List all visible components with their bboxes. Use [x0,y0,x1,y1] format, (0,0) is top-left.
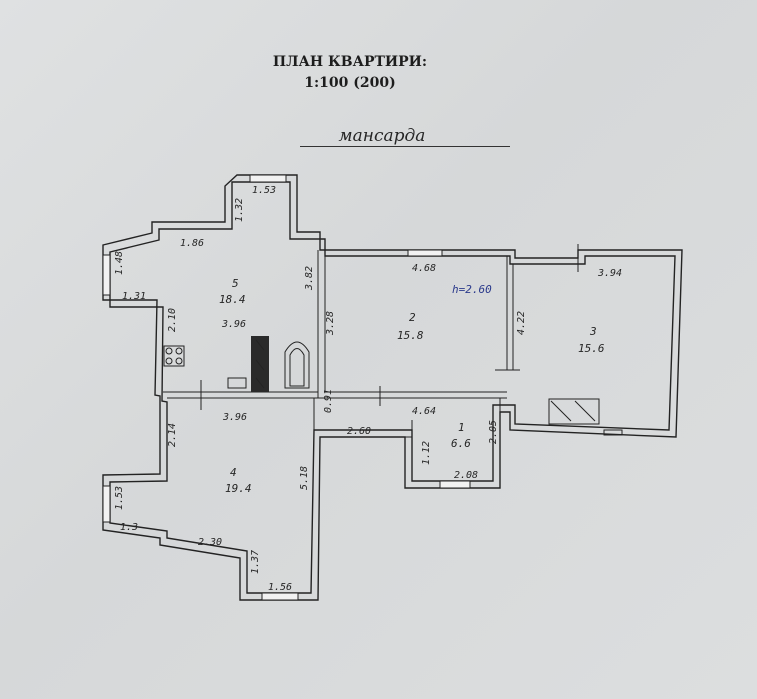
window-top [249,174,287,183]
window-room1 [439,480,471,489]
radiator-icon [603,429,623,436]
dim-label: 3.82 [304,266,315,291]
dim-label: 2.60 [347,426,371,437]
dim-label: 2.08 [454,470,478,481]
dim-label: 1.53 [114,486,125,510]
room-number: 5 [232,277,239,290]
dim-label: 1.3 [120,522,138,533]
room-number: 1 [458,421,465,434]
dim-label: 1.32 [234,198,245,222]
dim-label: 2.10 [167,308,178,332]
dim-label: 3.94 [597,268,622,279]
room-number: 2 [409,311,416,324]
window-bottom [261,592,299,601]
floor-label: мансарда [338,126,426,146]
dim-label: 4.64 [412,406,436,417]
chimney-icon [251,336,269,392]
dim-label: 2.30 [198,537,222,548]
floor-label-underline [300,146,510,147]
interior-walls [163,250,514,438]
window-left-upper [102,254,111,296]
plan-scale: 1:100 (200) [304,75,396,91]
dim-label: 1.86 [180,238,204,249]
dim-label: 2.05 [488,420,499,444]
windows [102,174,471,601]
ceiling-height-note: h=2.60 [452,283,492,296]
room-number: 3 [589,325,597,338]
room-labels: 5 18.4 2 15.8 3 15.6 1 6.6 4 19.4 h=2.60 [219,277,605,495]
plan-title: ПЛАН КВАРТИРИ: [272,54,428,70]
stove-icon [163,345,185,367]
dim-label: 5.18 [299,466,310,490]
dim-label: 1.31 [122,291,146,302]
door-marks [200,244,579,445]
dimension-labels: 1.53 1.32 1.86 1.48 1.31 2.10 3.82 3.96 … [114,185,622,593]
room-area: 15.8 [397,329,424,342]
room-number: 4 [230,466,237,479]
dim-label: 4.22 [516,311,527,335]
dim-label: 1.53 [252,185,276,196]
dim-label: 3.96 [222,412,247,423]
dim-label: 2.14 [167,423,178,447]
sink-icon [548,398,600,425]
dim-label: 1.48 [114,251,125,275]
dim-label: 4.68 [412,263,436,274]
dim-label: 0.91 [323,389,334,413]
window-room2 [407,249,443,257]
dim-label: 3.28 [325,311,336,336]
window-left-lower [102,485,111,523]
dim-label: 1.37 [250,550,261,574]
room-area: 18.4 [219,293,246,306]
room-area: 15.6 [578,342,605,355]
fixtures [163,336,623,436]
room-area: 19.4 [225,482,252,495]
bathtub-icon [284,341,310,389]
dim-label: 1.56 [268,582,292,593]
dim-label: 1.12 [421,441,432,465]
room-area: 6.6 [451,437,471,450]
cabinet-icon [227,377,247,389]
dim-label: 3.96 [221,319,246,330]
